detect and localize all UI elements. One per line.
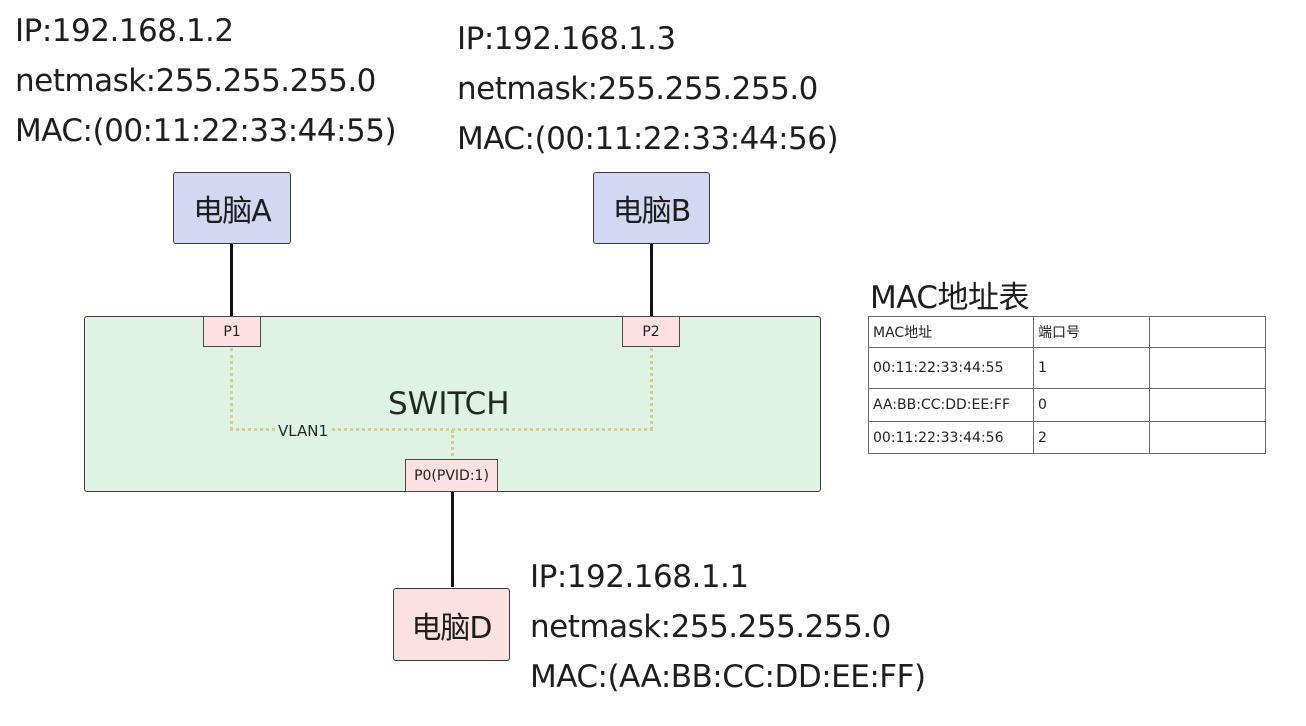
link-a-p1 [230,244,233,318]
cell-empty [1149,388,1266,422]
computer-b-info: IP:192.168.1.3 netmask:255.255.255.0 MAC… [457,14,839,164]
port-p1-label: P1 [223,323,241,340]
mac-table-header-row: MAC地址 端口号 [868,316,1266,348]
port-p2-label: P2 [642,323,660,340]
vlan-line-p2 [650,348,653,430]
port-p0-label: P0(PVID:1) [414,467,489,484]
computer-a-ip: IP:192.168.1.2 [15,13,234,49]
computer-a-node[interactable]: 电脑A [173,172,291,244]
computer-d-info: IP:192.168.1.1 netmask:255.255.255.0 MAC… [530,552,926,702]
cell-empty [1149,347,1266,389]
computer-d-netmask: netmask:255.255.255.0 [530,609,891,645]
link-b-p2 [650,244,653,318]
cell-port: 0 [1033,388,1150,422]
computer-a-info: IP:192.168.1.2 netmask:255.255.255.0 MAC… [15,6,397,156]
vlan-line-horizontal [230,428,653,431]
vlan-line-p1 [230,348,233,430]
computer-d-node[interactable]: 电脑D [393,588,510,661]
vlan-line-p0 [451,430,454,462]
header-port-number: 端口号 [1033,316,1150,348]
table-row: 00:11:22:33:44:56 2 [868,421,1266,454]
table-row: 00:11:22:33:44:55 1 [868,347,1266,389]
computer-b-mac: MAC:(00:11:22:33:44:56) [457,121,839,157]
header-empty [1149,316,1266,348]
computer-a-mac: MAC:(00:11:22:33:44:55) [15,113,397,149]
port-p2[interactable]: P2 [622,316,680,347]
link-p0-d [451,492,454,587]
computer-b-netmask: netmask:255.255.255.0 [457,71,818,107]
computer-d-label: 电脑D [411,610,492,646]
port-p1[interactable]: P1 [203,316,261,347]
computer-b-node[interactable]: 电脑B [593,172,710,244]
header-mac-address: MAC地址 [868,316,1034,348]
vlan-label: VLAN1 [276,422,330,440]
cell-mac: 00:11:22:33:44:56 [868,421,1034,454]
cell-mac: AA:BB:CC:DD:EE:FF [868,388,1034,422]
table-row: AA:BB:CC:DD:EE:FF 0 [868,388,1266,422]
computer-b-label: 电脑B [612,194,692,229]
mac-table-title: MAC地址表 [870,280,1030,316]
computer-a-netmask: netmask:255.255.255.0 [15,63,376,99]
computer-b-ip: IP:192.168.1.3 [457,21,676,57]
cell-empty [1149,421,1266,454]
computer-d-mac: MAC:(AA:BB:CC:DD:EE:FF) [530,659,926,695]
cell-mac: 00:11:22:33:44:55 [868,347,1034,389]
mac-table: MAC地址 端口号 00:11:22:33:44:55 1 AA:BB:CC:D… [868,316,1266,454]
switch-label: SWITCH [388,386,510,422]
computer-d-ip: IP:192.168.1.1 [530,559,749,595]
cell-port: 2 [1033,421,1150,454]
cell-port: 1 [1033,347,1150,389]
computer-a-label: 电脑A [193,194,272,229]
port-p0[interactable]: P0(PVID:1) [405,459,498,492]
